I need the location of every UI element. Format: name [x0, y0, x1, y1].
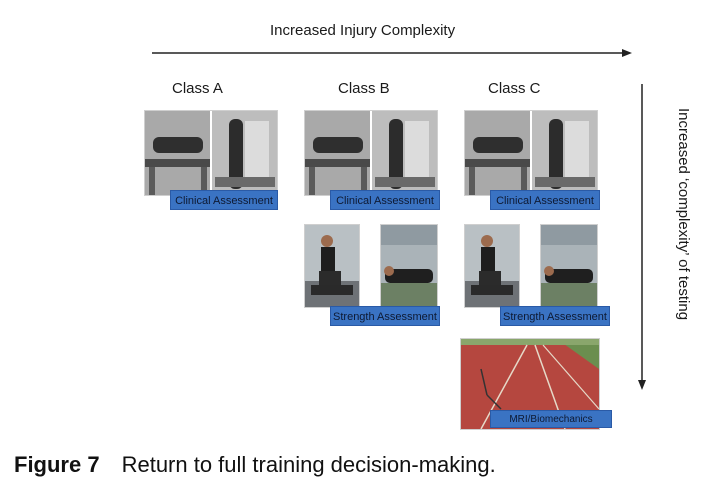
class-b-strength-photo-prone: [380, 224, 438, 308]
class-c-strength-label: Strength Assessment: [500, 306, 610, 326]
class-b-strength-photo-kneeling: [304, 224, 360, 308]
class-c-mri-biomechanics-label: MRI/Biomechanics: [490, 410, 612, 428]
figure-caption: Figure 7 Return to full training decision…: [14, 452, 496, 478]
class-a-label: Class A: [172, 80, 223, 97]
class-b-clinical-photo: [304, 110, 438, 196]
class-c-label: Class C: [488, 80, 541, 97]
class-b-clinical-label: Clinical Assessment: [330, 190, 440, 210]
class-b-strength-label: Strength Assessment: [330, 306, 440, 326]
figure-caption-text: Return to full training decision-making.: [121, 452, 496, 477]
side-axis-title: Increased ‘complexity’ of testing: [675, 108, 692, 321]
horizontal-arrow: [152, 49, 632, 57]
vertical-arrow: [638, 84, 646, 390]
top-axis-title: Increased Injury Complexity: [270, 22, 456, 39]
figure-number: Figure 7: [14, 452, 100, 477]
class-c-strength-photo-prone: [540, 224, 598, 308]
class-c-clinical-label: Clinical Assessment: [490, 190, 600, 210]
class-c-clinical-photo: [464, 110, 598, 196]
class-a-clinical-label: Clinical Assessment: [170, 190, 278, 210]
class-a-clinical-photo: [144, 110, 278, 196]
class-c-strength-photo-kneeling: [464, 224, 520, 308]
class-b-label: Class B: [338, 80, 390, 97]
